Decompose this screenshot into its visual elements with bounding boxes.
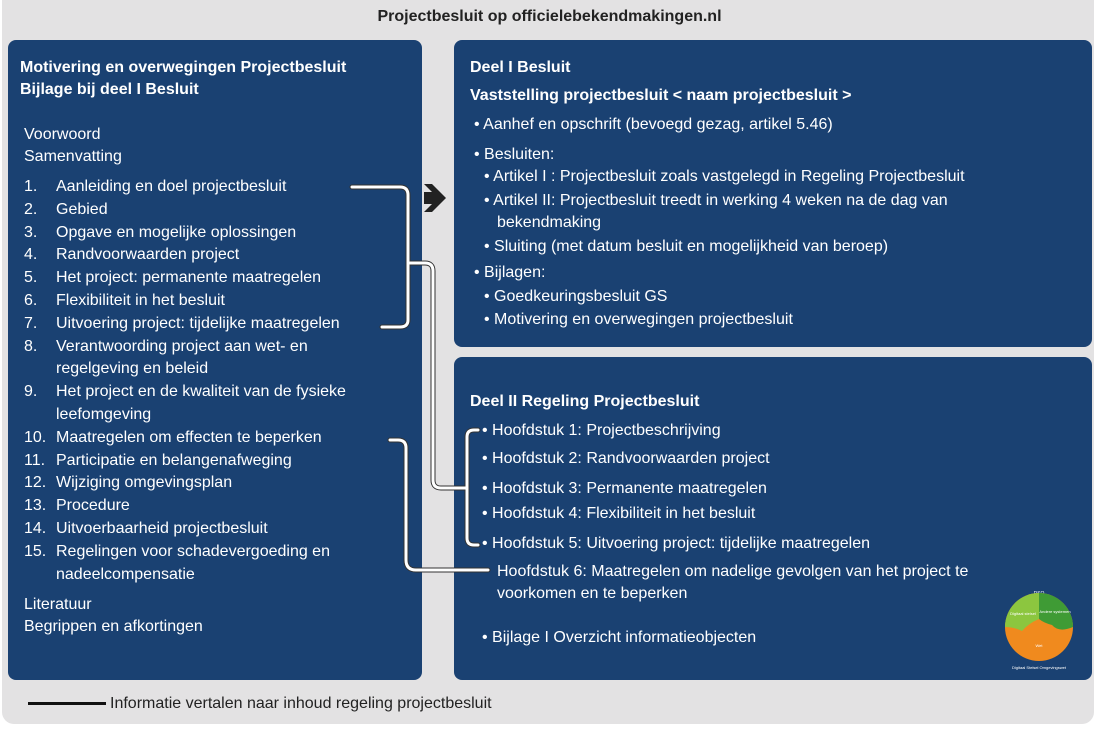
chapter: Hoofdstuk 6: Maatregelen om nadelige gev… [497, 563, 969, 580]
chapter-item: 4. Randvoorwaarden project [24, 244, 239, 266]
chapter-item: 15. Regelingen voor schadevergoeding en [24, 541, 330, 563]
chapter-title: Het project: permanente maatregelen [56, 269, 322, 287]
left-heading-1: Motivering en overwegingen Projectbeslui… [20, 59, 347, 76]
deel1-heading: Deel I Besluit [470, 59, 571, 76]
left-section: Literatuur [24, 596, 92, 614]
chapter-number: 7. [24, 314, 38, 332]
chapter: Hoofdstuk 1: Projectbeschrijving [482, 420, 721, 442]
left-section: Voorwoord [24, 126, 101, 143]
chapter-item: 8. Verantwoording project aan wet- en [24, 336, 308, 358]
chapter-item: 12. Wijziging omgevingsplan [24, 472, 232, 494]
left-heading-2: Bijlage bij deel I Besluit [20, 81, 199, 98]
chapter-item: 14. Uitvoerbaarheid projectbesluit [24, 518, 268, 540]
deel1-sub: Vaststelling projectbesluit < naam proje… [470, 87, 852, 104]
deel2-heading: Deel II Regeling Projectbesluit [470, 393, 700, 410]
chapter-title: Randvoorwaarden project [56, 246, 240, 264]
item: Besluiten: [474, 144, 554, 166]
chapter-number: 13. [24, 497, 47, 515]
bijlage: Bijlage I Overzicht informatieobjecten [482, 627, 756, 649]
chapter: Hoofdstuk 5: Uitvoering project: tijdeli… [482, 533, 870, 555]
item: Aanhef en opschrift (bevoegd gezag, arti… [474, 114, 833, 136]
chapter-number: 1. [24, 178, 38, 195]
chapter-number: 2. [24, 200, 38, 218]
logo-text: Wet [1035, 643, 1043, 648]
chapter-item: 1. Aanleiding en doel projectbesluit [24, 176, 286, 198]
chapter-item: 6. Flexibiliteit in het besluit [24, 290, 225, 312]
chapter-title: Verantwoording project aan wet- en [56, 337, 308, 355]
chapter-number: 11. [24, 451, 46, 469]
chapter: Hoofdstuk 3: Permanente maatregelen [482, 478, 767, 500]
chapter-title: Flexibiliteit in het besluit [56, 292, 225, 309]
legend: Informatie vertalen naar inhoud regeling… [28, 695, 492, 713]
chapter-title: Uitvoerbaarheid projectbesluit [56, 520, 268, 537]
item: Sluiting (met datum besluit en mogelijkh… [484, 236, 888, 258]
chapter-title-cont: leefomgeving [56, 406, 152, 423]
item: Bijlagen: [474, 262, 545, 284]
logo-text: Digitaal stelsel [1010, 611, 1036, 616]
chapter-item: 9. Het project en de kwaliteit van de fys… [24, 381, 346, 403]
chapter-title: Procedure [56, 497, 130, 515]
chapter-number: 10. [24, 428, 47, 446]
dso-logo: DSO Digitaal stelsel Andere systemen Wet… [1005, 591, 1073, 670]
deel-2-panel: Deel II Regeling Projectbesluit Hoofdstu… [454, 357, 1092, 680]
chapter-title: Opgave en mogelijke oplossingen [56, 223, 297, 241]
page-title: Projectbesluit op officielebekendmakinge… [377, 8, 722, 25]
chapter-number: 6. [24, 292, 38, 309]
chapter-title: Uitvoering project: tijdelijke maatregel… [56, 314, 340, 332]
chapter-title: Aanleiding en doel projectbesluit [56, 178, 287, 195]
chapter-item: 13. Procedure [24, 495, 130, 517]
logo-text: Digitaal Stelsel Omgevingswet [1012, 665, 1067, 670]
chapter-item: 10. Maatregelen om effecten te beperken [24, 427, 322, 449]
legend-label: Informatie vertalen naar inhoud regeling… [110, 695, 492, 712]
chapter-number: 5. [24, 269, 38, 287]
chapter: Hoofdstuk 4: Flexibiliteit in het beslui… [482, 503, 755, 525]
chapter-title-cont: nadeelcompensatie [56, 565, 195, 583]
chapter-item: 3. Opgave en mogelijke oplossingen [24, 222, 296, 244]
chapter-number: 12. [24, 474, 47, 492]
legend-line [28, 702, 106, 706]
item: Artikel I : Projectbesluit zoals vastgel… [484, 166, 964, 188]
chapter-title: Gebied [56, 200, 108, 218]
item: Goedkeuringsbesluit GS [484, 286, 667, 308]
arrow-right-icon [424, 184, 446, 212]
chapter: Hoofdstuk 2: Randvoorwaarden project [482, 448, 770, 470]
item: bekendmaking [497, 214, 602, 231]
chapter-title: Regelingen voor schadevergoeding en [56, 542, 330, 560]
chapter-number: 3. [24, 223, 38, 241]
motivering-panel: Motivering en overwegingen Projectbeslui… [8, 40, 422, 680]
item: Motivering en overwegingen projectbeslui… [484, 309, 793, 331]
logo-text: Andere systemen [1039, 609, 1070, 614]
chapter-title: Maatregelen om effecten te beperken [56, 428, 322, 446]
chapter-item: 2. Gebied [24, 199, 108, 221]
deel-1-panel: Deel I Besluit Vaststelling projectbeslu… [454, 40, 1092, 347]
chapter-title: Participatie en belangenafweging [56, 451, 292, 469]
left-section: Samenvatting [24, 148, 122, 165]
chapter-number: 4. [24, 246, 38, 264]
chapter-number: 15. [24, 542, 47, 560]
left-section: Begrippen en afkortingen [24, 618, 203, 636]
chapter-item: 5. Het project: permanente maatregelen [24, 267, 321, 289]
chapter-item: 7. Uitvoering project: tijdelijke maatreg… [24, 313, 340, 335]
chapter-title: Wijziging omgevingsplan [56, 474, 233, 492]
chapter-number: 9. [24, 383, 38, 401]
chapter-title: Het project en de kwaliteit van de fysie… [56, 383, 346, 401]
chapter-title-cont: regelgeving en beleid [56, 360, 209, 378]
chapter: voorkomen en te beperken [497, 585, 688, 602]
item: Artikel II: Projectbesluit treedt in wer… [484, 190, 947, 212]
chapter-number: 8. [24, 337, 38, 355]
chapter-item: 11. Participatie en belangenafweging [24, 450, 292, 472]
chapter-number: 14. [24, 520, 47, 537]
